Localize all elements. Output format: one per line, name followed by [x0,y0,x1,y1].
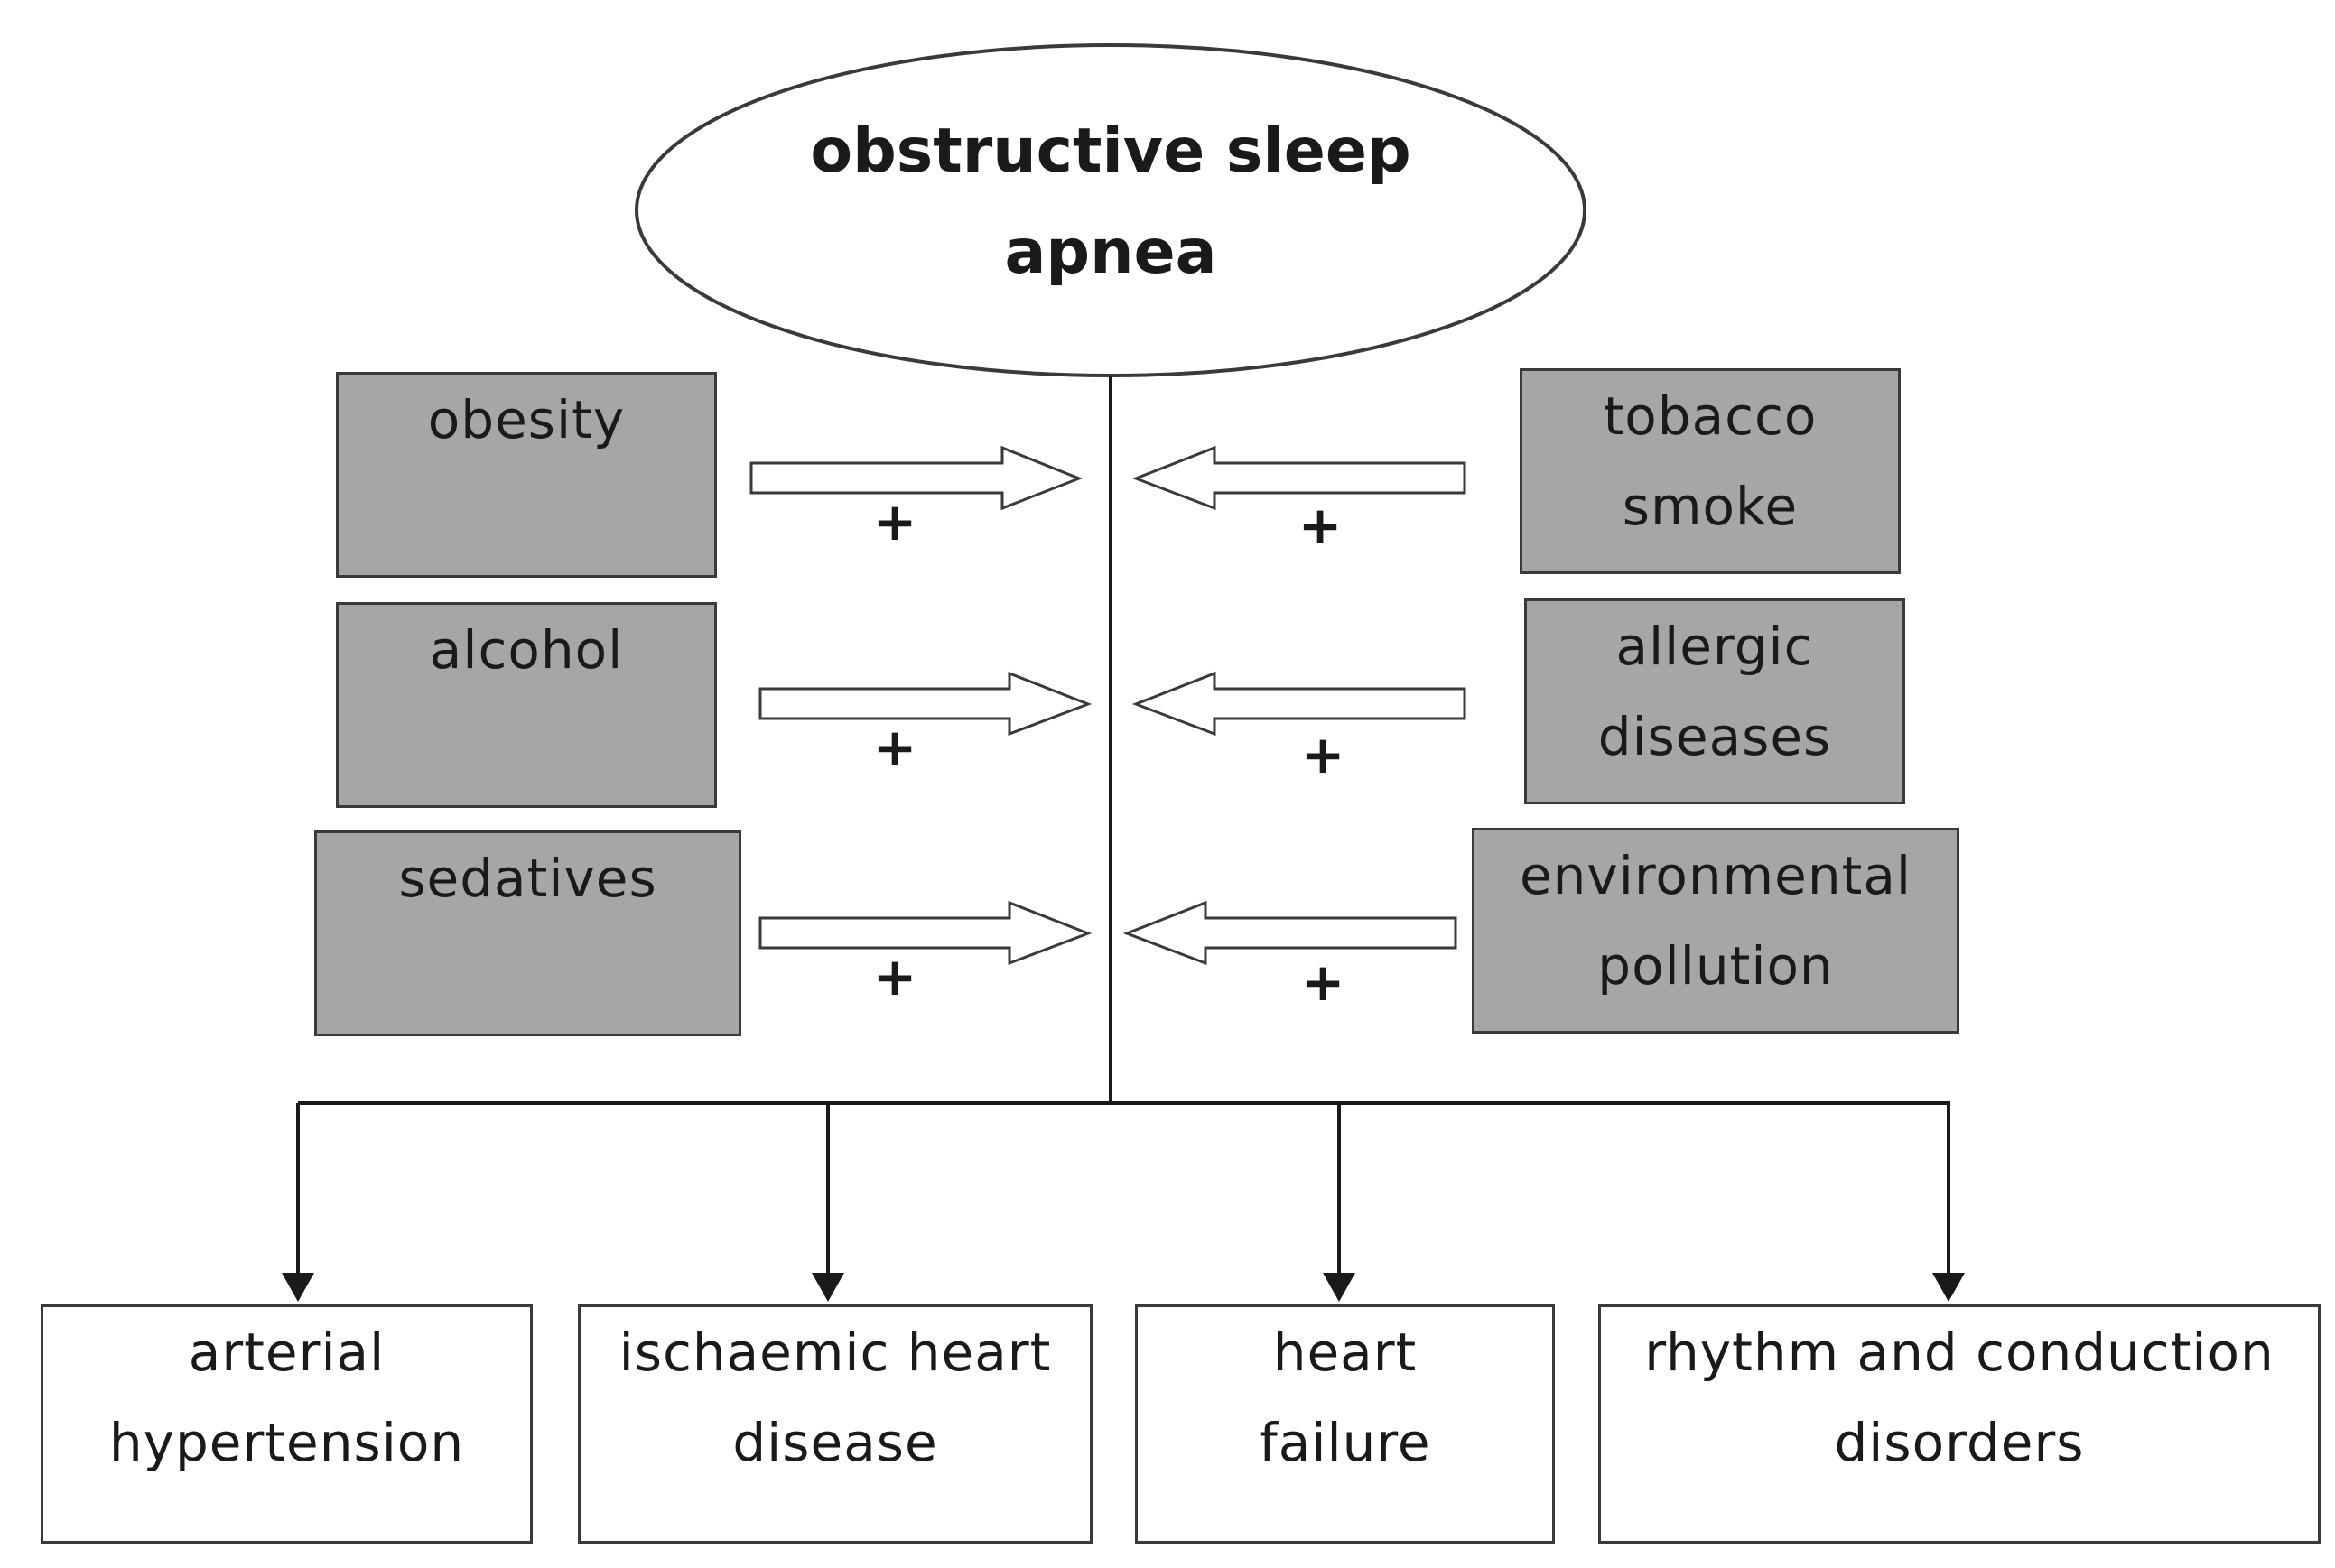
risk-factor-label: allergic [1615,616,1814,677]
risk-factor-label: diseases [1597,706,1832,767]
outcome-label: arterial [188,1322,386,1383]
outcome-label: failure [1259,1412,1431,1473]
risk-factor-allergic-diseases: allergic diseases [1524,598,1905,804]
plus-sign-right-1: + [1298,495,1343,556]
risk-factor-label: smoke [1622,476,1799,537]
risk-factor-sedatives: sedatives [314,830,741,1036]
outcome-label: heart [1272,1322,1418,1383]
plus-sign-left-2: + [872,717,917,778]
outcome-label: hypertension [108,1412,465,1473]
risk-factor-label: tobacco [1603,385,1818,447]
outcome-arrow-3 [1323,1103,1355,1302]
right-arrow-3 [1122,900,1457,966]
risk-factor-label: pollution [1597,935,1834,997]
outcome-arrow-4 [1932,1103,1965,1302]
risk-factor-label: environmental [1519,845,1912,906]
outcome-label: disease [732,1412,938,1473]
outcome-arrow-2 [812,1103,844,1302]
apnea-title-line2: apnea [1004,217,1217,288]
risk-factor-obesity: obesity [336,372,717,578]
left-arrow-2 [758,671,1093,737]
outcome-arrow-1 [282,1103,314,1302]
right-arrow-2 [1131,671,1466,737]
risk-factor-environmental-pollution: environmental pollution [1472,828,1959,1034]
risk-factor-label: obesity [427,389,626,450]
plus-sign-left-1: + [872,491,917,552]
risk-factor-tobacco-smoke: tobacco smoke [1520,368,1901,574]
right-arrow-1 [1131,445,1466,511]
apnea-title: obstructive sleep apnea [637,101,1585,303]
plus-sign-right-3: + [1300,951,1345,1013]
risk-factor-alcohol: alcohol [336,602,717,808]
left-arrow-1 [749,445,1084,511]
plus-sign-right-2: + [1300,724,1345,785]
outcome-rhythm-conduction-disorders: rhythm and conduction disorders [1598,1304,2321,1544]
left-arrow-3 [758,900,1093,966]
risk-factor-label: alcohol [429,619,624,681]
apnea-title-line1: obstructive sleep [810,116,1411,187]
outcome-label: disorders [1834,1412,2085,1473]
plus-sign-left-3: + [872,946,917,1007]
outcome-label: ischaemic heart [619,1322,1052,1383]
outcome-ischaemic-heart-disease: ischaemic heart disease [578,1304,1093,1544]
outcome-label: rhythm and conduction [1644,1322,2275,1383]
outcome-heart-failure: heart failure [1135,1304,1555,1544]
outcome-arterial-hypertension: arterial hypertension [41,1304,533,1544]
risk-factor-label: sedatives [398,848,657,909]
